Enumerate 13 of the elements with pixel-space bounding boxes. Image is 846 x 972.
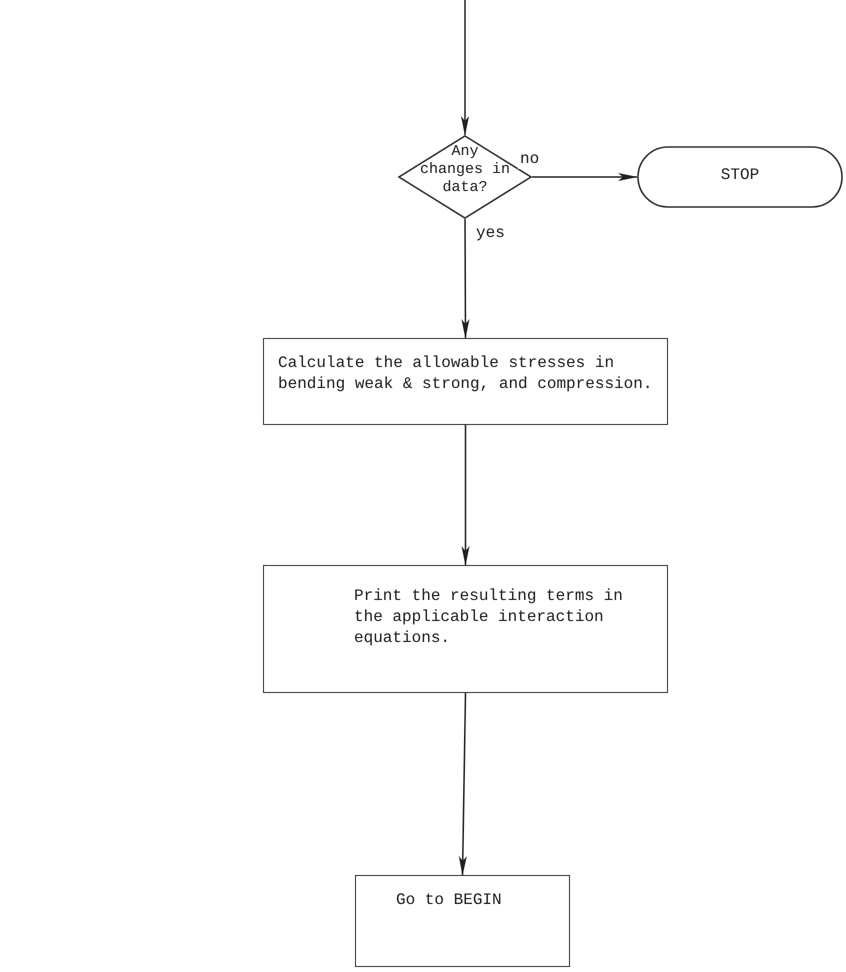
node-text: Calculate the allowable stresses in bending weak & strong, and compression. <box>278 353 654 395</box>
arrow <box>462 425 470 566</box>
arrow <box>458 692 467 876</box>
arrow <box>461 0 469 136</box>
process-box <box>263 338 668 425</box>
node-text: Any changes in data? <box>420 143 510 197</box>
node-text: Go to BEGIN <box>396 890 503 911</box>
process-box <box>355 875 570 967</box>
arrow <box>532 173 638 181</box>
arrow <box>461 219 470 339</box>
node-text: STOP <box>720 165 760 186</box>
process-box <box>263 565 668 693</box>
node-text: Print the resulting terms in the applicable interaction equations. <box>354 586 624 648</box>
